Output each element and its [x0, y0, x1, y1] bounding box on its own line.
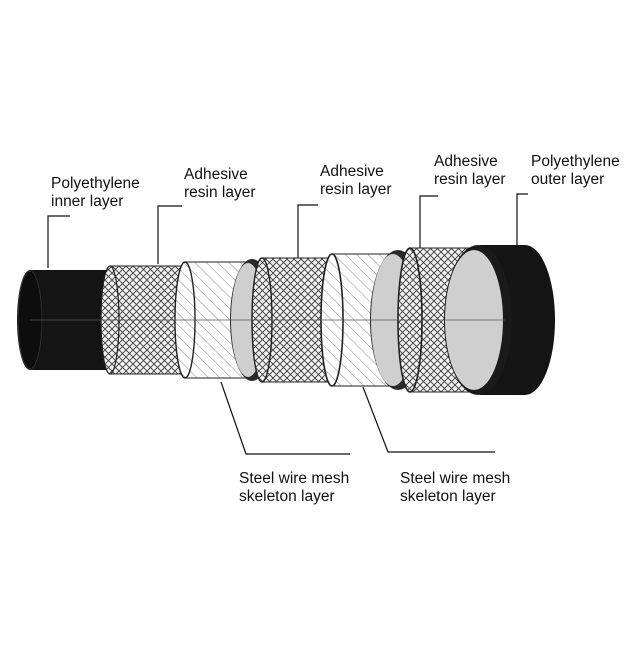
label-adhesive3-line1: Adhesive: [434, 153, 498, 170]
label-pe-outer-line2: outer layer: [531, 171, 605, 188]
leader-adhesive3: [419, 195, 438, 248]
label-pe-outer: Polyethylene outer layer: [531, 153, 620, 189]
label-steel1: Steel wire mesh skeleton layer: [239, 470, 349, 506]
label-adhesive2-line1: Adhesive: [320, 163, 384, 180]
leader-pe-inner: [47, 215, 70, 268]
leader-lines: [47, 193, 528, 455]
label-adhesive2-line2: resin layer: [320, 181, 392, 198]
label-adhesive2: Adhesive resin layer: [320, 163, 392, 199]
label-pe-inner: Polyethylene inner layer: [51, 175, 140, 211]
leader-pe-outer: [516, 193, 528, 246]
label-steel1-line1: Steel wire mesh: [239, 470, 350, 487]
label-pe-inner-line1: Polyethylene: [51, 175, 140, 192]
leader-steel1: [220, 381, 350, 455]
label-steel2-line1: Steel wire mesh: [400, 470, 511, 487]
leader-adhesive1: [157, 205, 182, 264]
label-pe-inner-line2: inner layer: [51, 193, 124, 210]
leader-adhesive2: [297, 204, 318, 258]
label-steel1-line2: skeleton layer: [239, 488, 335, 505]
label-adhesive3: Adhesive resin layer: [434, 153, 506, 189]
label-steel2-line2: skeleton layer: [400, 488, 496, 505]
label-steel2: Steel wire mesh skeleton layer: [400, 470, 510, 506]
label-adhesive3-line2: resin layer: [434, 171, 506, 188]
label-adhesive1-line1: Adhesive: [184, 166, 248, 183]
label-adhesive1: Adhesive resin layer: [184, 166, 256, 202]
label-adhesive1-line2: resin layer: [184, 184, 256, 201]
leader-steel2: [362, 386, 495, 453]
label-pe-outer-line1: Polyethylene: [531, 153, 620, 170]
